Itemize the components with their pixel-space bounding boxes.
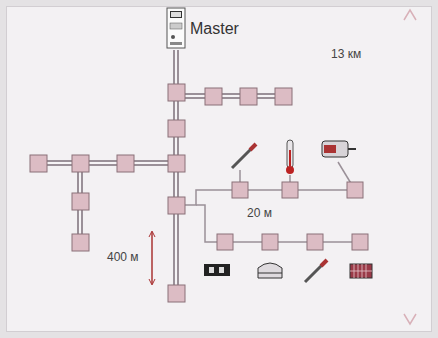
station-box: [30, 84, 368, 302]
thermometer-icon: [286, 140, 294, 174]
dimension-label: 13 км: [330, 48, 362, 61]
device-name: Master: [190, 20, 239, 38]
drive-icon: [258, 263, 282, 278]
motor-icon: [322, 141, 356, 157]
sensor-icon: [232, 144, 256, 168]
dimension-label: 20 м: [246, 207, 273, 220]
module-icon: [350, 264, 372, 278]
device-label-box: Master: [190, 20, 239, 38]
dimension-label: 400 м: [106, 251, 140, 264]
controller-icon: [204, 264, 230, 276]
sensor-icon: [305, 260, 327, 282]
master-device: [167, 8, 185, 48]
dimension-arrow: [149, 10, 416, 324]
background-panel: [6, 6, 432, 332]
bus-cable: [40, 50, 362, 300]
